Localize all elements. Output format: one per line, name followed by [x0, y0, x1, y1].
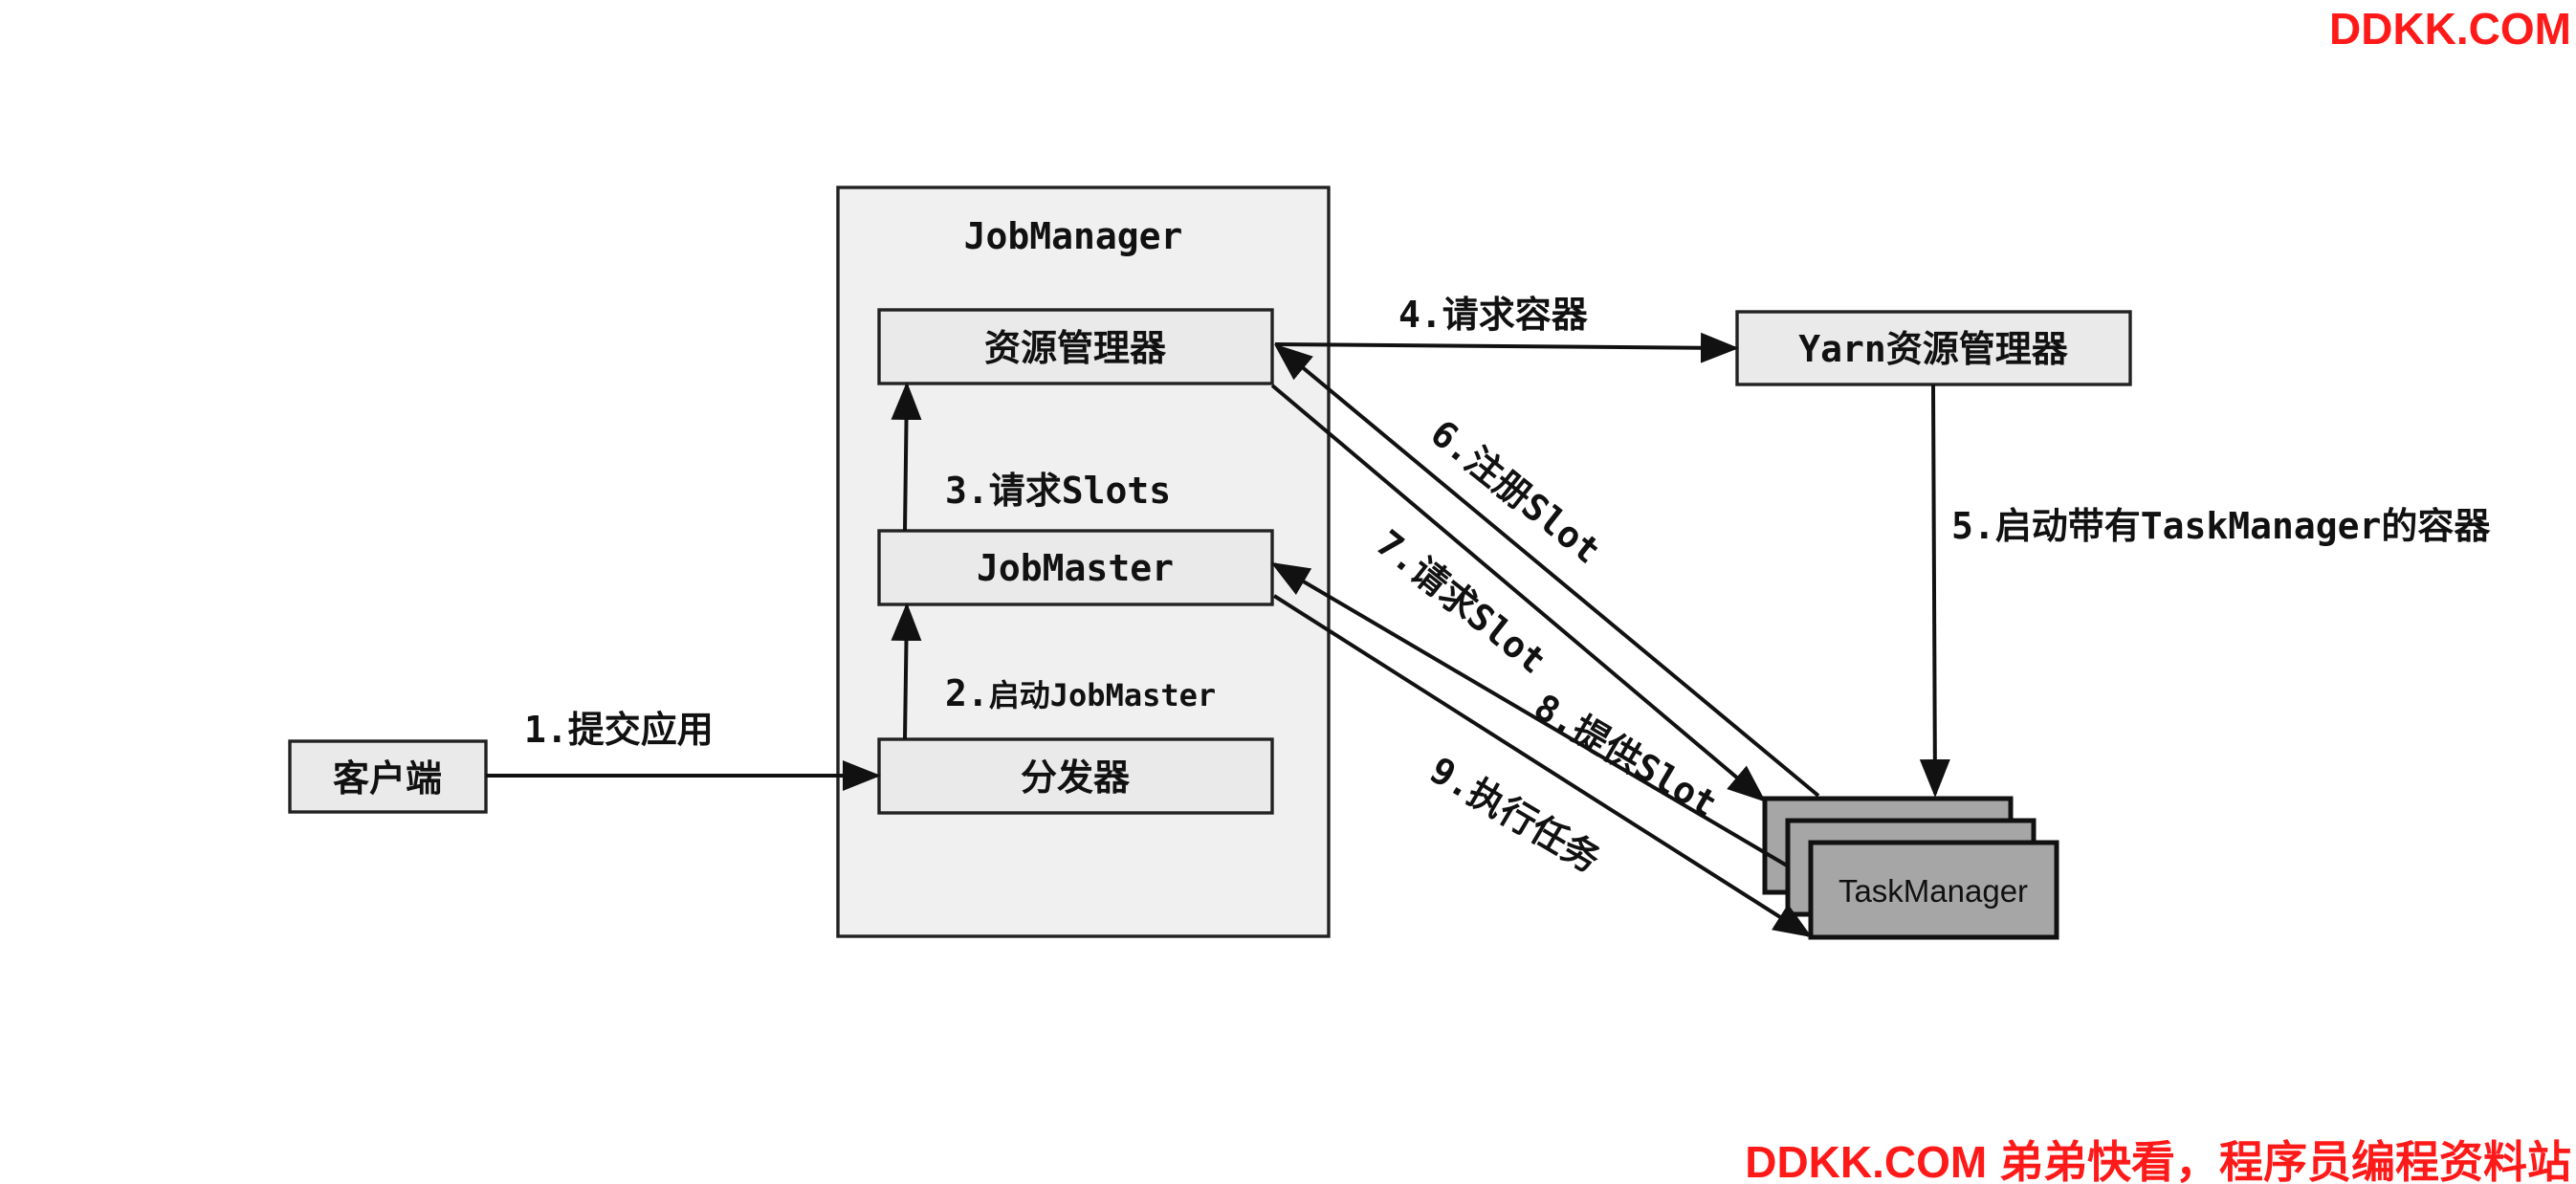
jobmaster-label: JobMaster [977, 547, 1174, 589]
yarn-resource-manager-label: Yarn资源管理器 [1798, 328, 2069, 370]
edge-submit-app-label: 1.提交应用 [524, 709, 714, 751]
edge-start-jobmaster-label: 2.启动JobMaster [945, 672, 1216, 714]
edge-start-jobmaster: 2.启动JobMaster [891, 603, 1216, 740]
client-label: 客户端 [333, 757, 442, 800]
jobmanager-title: JobManager [964, 215, 1183, 257]
edge-request-slots: 3.请求Slots [891, 382, 1171, 532]
edge-start-container: 5.启动带有TaskManager的容器 [1919, 384, 2491, 798]
resource-manager-label: 资源管理器 [984, 327, 1167, 369]
edge-request-slot: 7.请求Slot [1270, 384, 1767, 802]
taskmanager-label: TaskManager [1838, 873, 2028, 909]
edge-execute-task-label: 9.执行任务 [1422, 749, 1607, 881]
dispatcher-box[interactable]: 分发器 [877, 737, 1274, 815]
client-box[interactable]: 客户端 [288, 739, 488, 814]
taskmanager-stack[interactable]: TaskManager [1762, 796, 2059, 940]
edge-request-container: 4.请求容器 [1274, 294, 1739, 363]
edge-request-container-label: 4.请求容器 [1398, 294, 1589, 336]
watermark-top: DDKK.COM [2329, 4, 2571, 54]
edge-offer-slot-label: 8.提供Slot [1527, 686, 1724, 825]
edge-start-container-label: 5.启动带有TaskManager的容器 [1951, 505, 2491, 547]
edge-request-slots-label: 3.请求Slots [945, 470, 1171, 512]
taskmanager-front [1808, 840, 2059, 940]
yarn-resource-manager-box[interactable]: Yarn资源管理器 [1735, 310, 2132, 386]
jobmaster-box[interactable]: JobMaster [877, 529, 1274, 606]
dispatcher-label: 分发器 [1021, 756, 1131, 799]
watermark-bottom: DDKK.COM 弟弟快看，程序员编程资料站 [1745, 1137, 2571, 1184]
resource-manager-box[interactable]: 资源管理器 [877, 308, 1274, 385]
edge-submit-app: 1.提交应用 [486, 709, 881, 791]
